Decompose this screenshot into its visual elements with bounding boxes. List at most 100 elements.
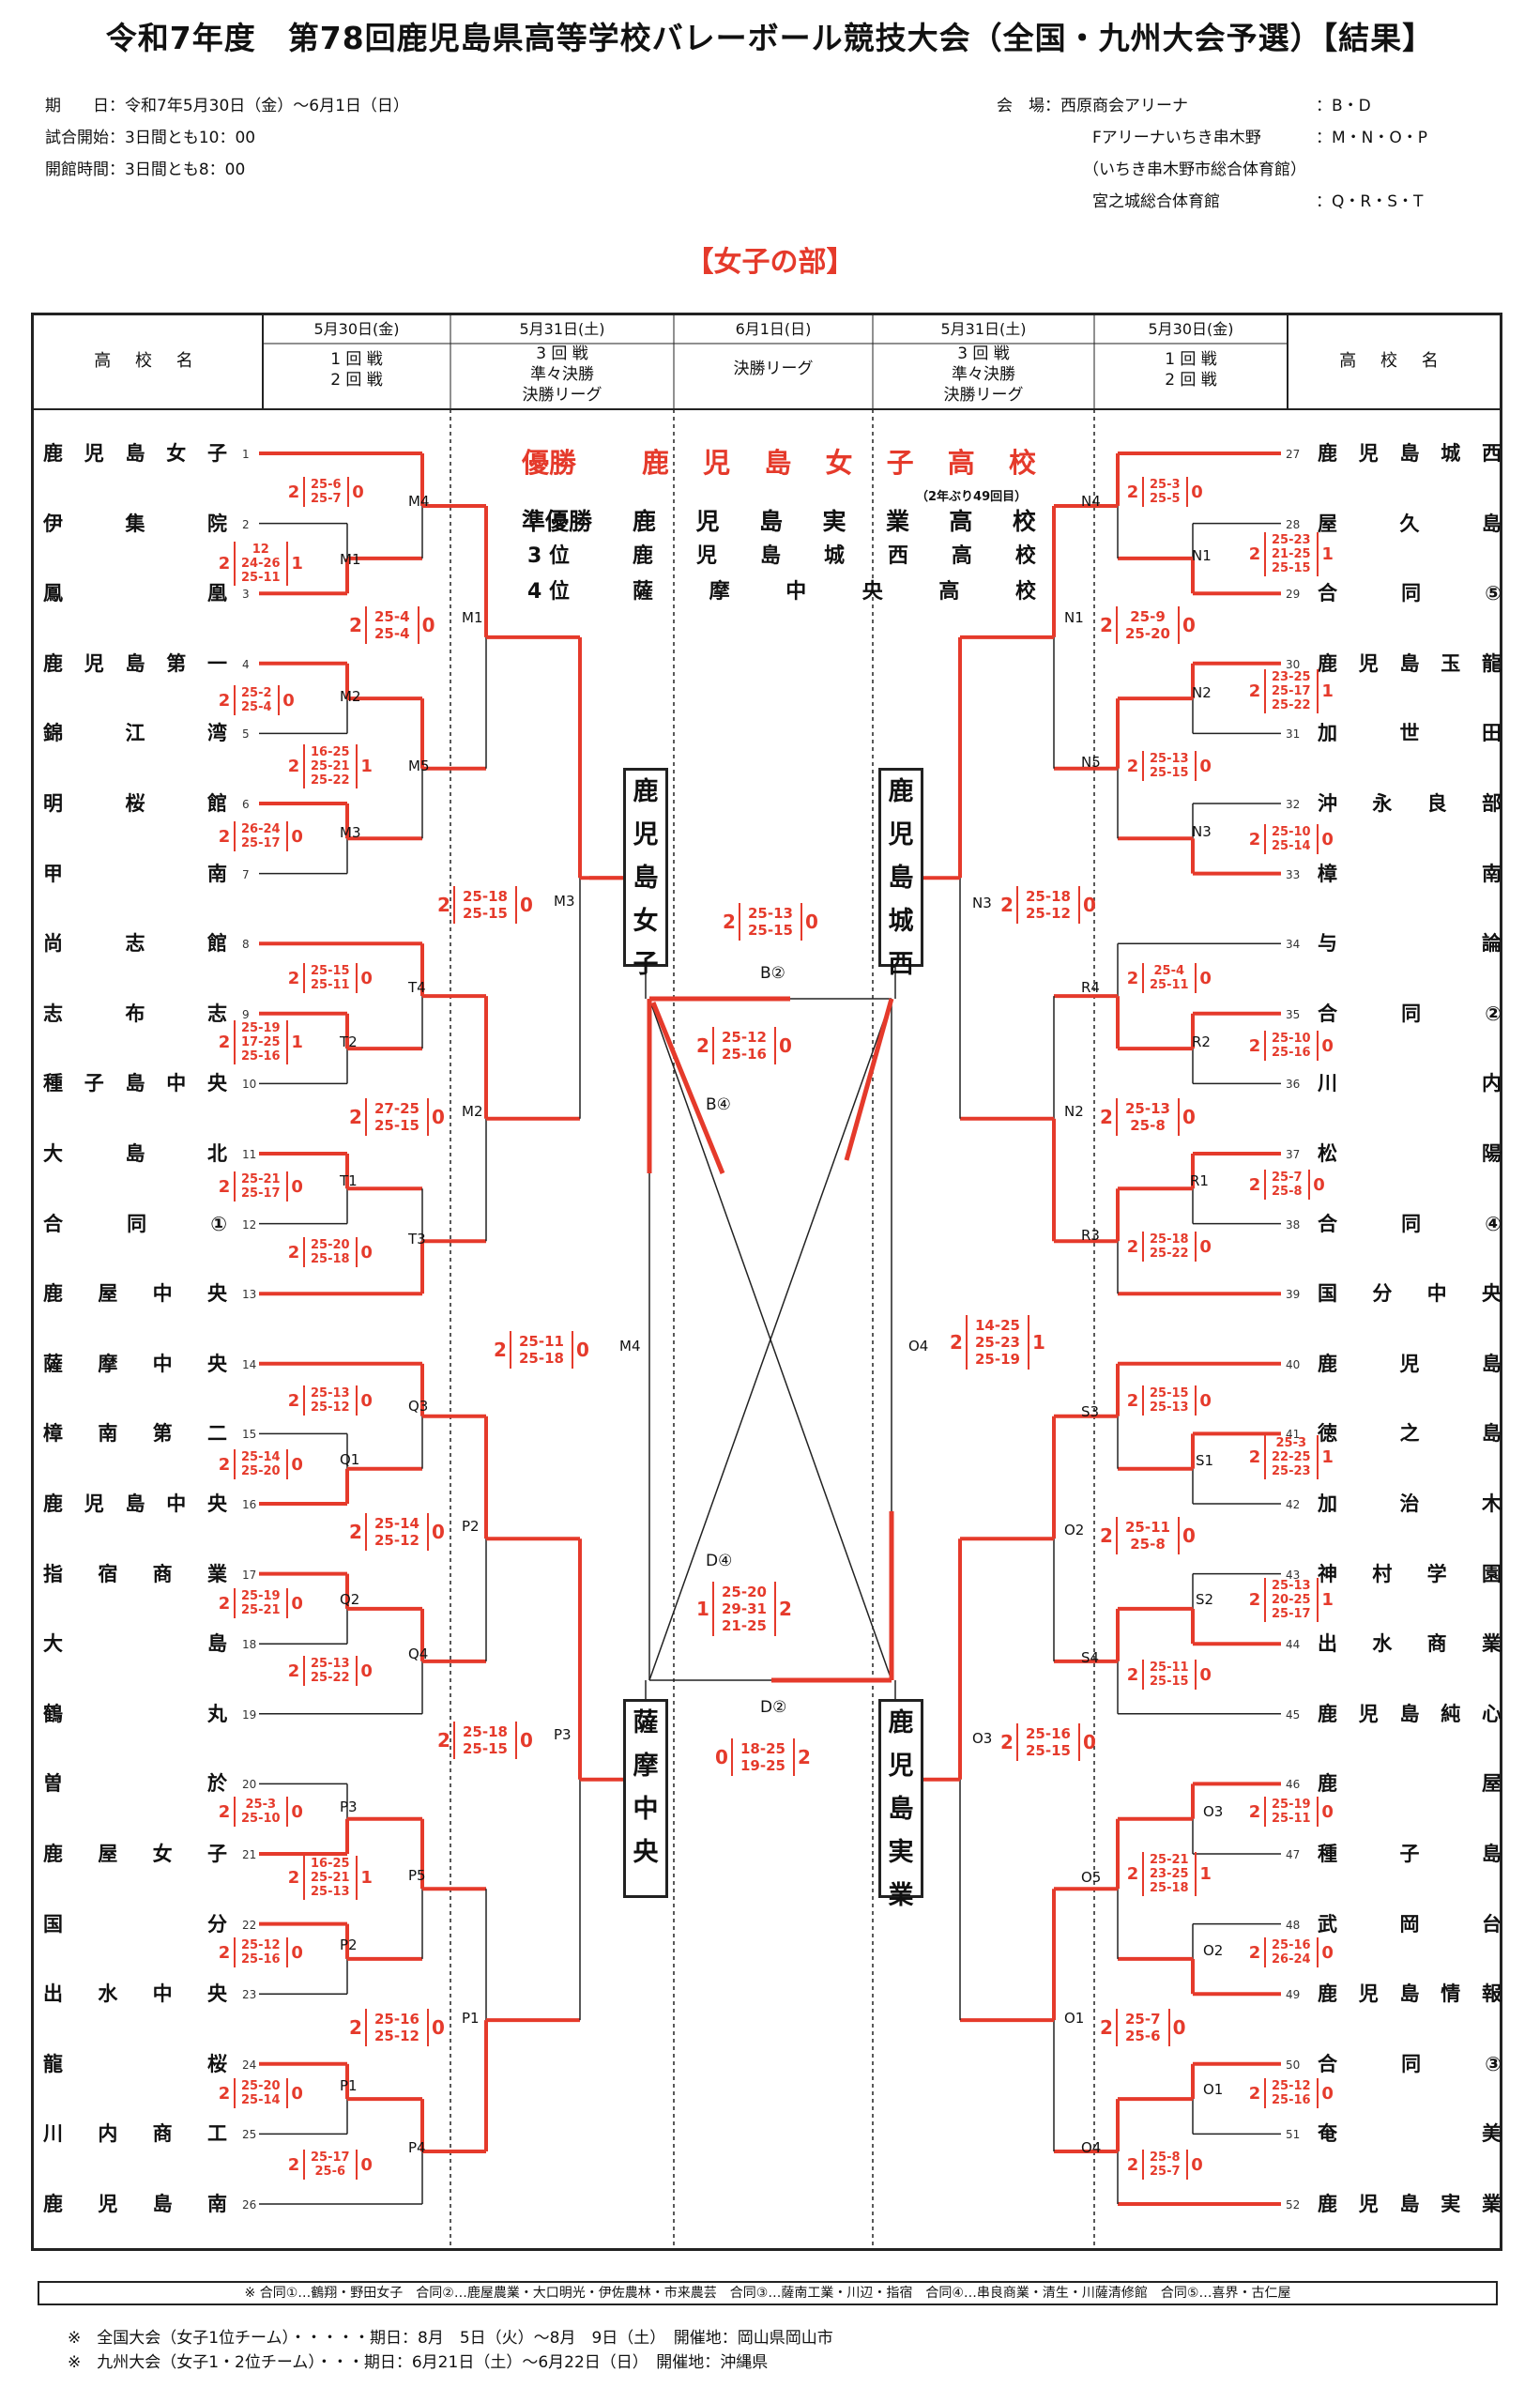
team-name: 鹿児島玉龍 [1318, 647, 1502, 681]
team-name-char: 国 [43, 1912, 63, 1936]
sets-won: 2 [287, 482, 300, 502]
set-score: 25-15 [1026, 1742, 1071, 1759]
team-name-char: 之 [1399, 1422, 1420, 1446]
team-name-char: 島 [125, 442, 145, 465]
sets-lost: 0 [1321, 829, 1334, 849]
match-id: P3 [340, 1798, 358, 1815]
team-name-char: 中 [166, 1492, 187, 1515]
set-score: 25-13 [1272, 1578, 1311, 1593]
sets-lost: 0 [360, 968, 373, 988]
team-name-char: 木 [1482, 1492, 1502, 1515]
sets-lost: 0 [1199, 1236, 1212, 1257]
team-name: 屋久島 [1318, 507, 1502, 541]
sets-won: 2 [1100, 614, 1113, 636]
team-name: 樟南第二 [43, 1416, 227, 1450]
header-date: 5月31日(土) [519, 320, 605, 338]
team-name-char: 児 [1358, 2193, 1379, 2215]
team-name-char: 央 [1481, 1282, 1502, 1306]
team-name: 沖永良部 [1318, 787, 1502, 820]
sets-won: 2 [1248, 543, 1261, 564]
team-name-char: 北 [207, 1142, 227, 1165]
set-score: 23-25 [1150, 1866, 1189, 1881]
sets-won: 2 [218, 1593, 231, 1614]
set-score: 25-15 [748, 922, 793, 939]
set-score: 21-25 [722, 1617, 767, 1634]
set-score: 20-25 [1272, 1592, 1311, 1607]
league-team-char: 児 [888, 820, 914, 849]
match-id: T3 [408, 1231, 426, 1247]
set-score: 25-21 [311, 758, 350, 773]
round-label: 決勝リーグ [943, 386, 1024, 405]
match-id: O2 [1203, 1942, 1224, 1959]
champion-label: 優勝 [522, 447, 577, 479]
champion-char: 女 [825, 447, 853, 479]
team-name-char: 島 [1482, 1352, 1502, 1375]
team-number: 20 [242, 1778, 257, 1792]
sets-won: 2 [1248, 1942, 1261, 1963]
set-score: 18-25 [740, 1740, 785, 1757]
sets-won: 2 [218, 1176, 231, 1197]
set-score: 26-24 [241, 822, 281, 836]
team-name-char: 鹿 [1318, 1982, 1337, 2006]
team-name-char: 桜 [207, 2052, 227, 2075]
team-name-char: ④ [1485, 1212, 1502, 1235]
sets-lost: 0 [1191, 482, 1203, 502]
set-score: 25-8 [1130, 1536, 1166, 1553]
team-name-char: 園 [1481, 1562, 1502, 1585]
team-number: 11 [242, 1148, 257, 1161]
set-score: 25-4 [1153, 964, 1185, 978]
match-id: N4 [1081, 493, 1101, 510]
match-id: R3 [1081, 1227, 1100, 1244]
schedule-dates: 期 日：令和7年5月30日（金）～6月1日（日） [45, 97, 409, 115]
team-name-char: 一 [207, 651, 227, 675]
set-score: 25-16 [241, 1048, 281, 1064]
sets-won: 2 [1126, 1236, 1139, 1257]
set-score: 25-9 [1130, 608, 1166, 625]
team-number: 41 [1286, 1428, 1301, 1442]
result-school-char: 児 [695, 508, 720, 535]
sets-won: 2 [1100, 1524, 1113, 1547]
sets-lost: 1 [1321, 543, 1334, 564]
set-score: 25-3 [1275, 1435, 1307, 1450]
team-number: 37 [1286, 1148, 1301, 1161]
team-name: 鹿児島 [1318, 1347, 1502, 1381]
team-name-char: 合 [1318, 1002, 1337, 1025]
joint-team-note: ※ 合同①…鶴翔・野田女子 合同②…鹿屋農業・大口明光・伊佐農林・市来農芸 合同… [38, 2281, 1498, 2305]
set-score: 25-21 [1150, 1852, 1189, 1867]
team-name: 大島北 [43, 1137, 227, 1171]
team-name: 鹿児島女子 [43, 436, 227, 470]
set-score: 25-22 [1272, 697, 1311, 712]
result-school-char: 児 [695, 544, 717, 568]
set-score: 25-15 [374, 1117, 419, 1134]
team-name-char: 出 [1318, 1632, 1337, 1656]
team-name-char: 鹿 [1318, 1772, 1337, 1796]
team-number: 8 [242, 938, 250, 952]
division-title: 【女子の部】 [685, 246, 855, 279]
team-number: 26 [242, 2198, 257, 2212]
team-name-char: 同 [1401, 1212, 1422, 1235]
team-number: 22 [242, 1918, 257, 1932]
team-name-char: 児 [84, 651, 104, 675]
team-name-char: 南 [207, 862, 227, 885]
match-id: N3 [1192, 823, 1212, 840]
team-name-char: 情 [1441, 1982, 1461, 2006]
sets-lost: 0 [1182, 1106, 1196, 1128]
set-score: 25-12 [1272, 2079, 1311, 2093]
team-name-char: 合 [43, 1212, 63, 1235]
league-team-char: 女 [633, 907, 659, 936]
team-name-char: 鹿 [1318, 2193, 1337, 2215]
round-label: 決勝リーグ [522, 386, 602, 405]
sets-lost: 0 [1313, 1174, 1325, 1195]
league-label-d2: D② [760, 1698, 787, 1717]
sets-won: 2 [287, 2154, 300, 2175]
